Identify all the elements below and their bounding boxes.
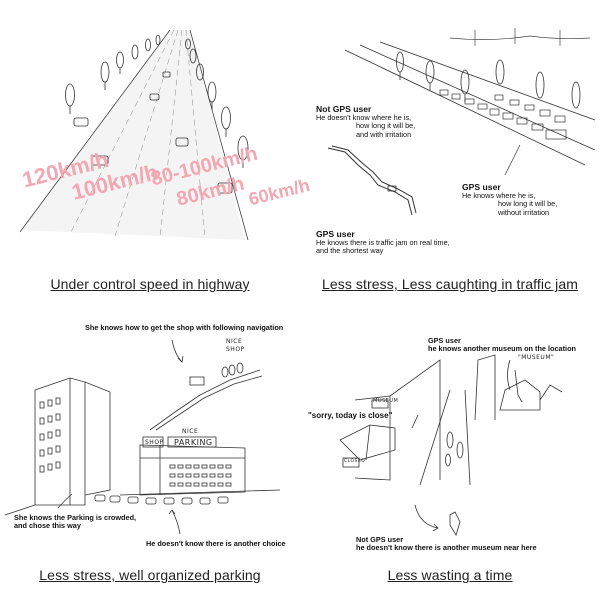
highway-sketch [19, 29, 249, 241]
museum-panel: GPS user he knows another museum on the … [300, 300, 600, 600]
sign-parking: PARKING [174, 438, 213, 447]
traffic-not-gps-note: Not GPS user He doesn't know where he is… [316, 104, 416, 139]
museum-caption: Less wasting a time [387, 567, 513, 583]
sign-nice: NICE [182, 428, 199, 435]
museum-speech: "sorry, today is close" [308, 411, 393, 420]
traffic-sketch [327, 28, 596, 216]
traffic-gps-note: GPS user He knows where he is, how long … [462, 182, 558, 217]
closed-sign: CLOSED [344, 459, 366, 464]
museum-not-gps-note: Not GPS user he doesn't know there is an… [356, 535, 537, 553]
parking-top-note: She knows how to get the shop with follo… [85, 323, 284, 332]
museum-sketch [339, 354, 563, 536]
highway-caption: Under control speed in highway [50, 276, 250, 292]
parking-panel: She knows how to get the shop with follo… [0, 300, 300, 600]
sign-shop: SHOP [145, 439, 164, 446]
museum-sign: MUSEUM [373, 398, 399, 404]
traffic-gps-realtime-note: GPS user He knows there is traffic jam o… [316, 229, 450, 256]
highway-panel: 120km/h 100km/h 80-100km/h 80km/h 60km/h… [0, 0, 312, 300]
parking-bottom-note: He doesn't know there is another choice [146, 539, 286, 548]
parking-sketch [4, 339, 281, 535]
museum-gps-note: GPS user he knows another museum on the … [428, 336, 576, 354]
traffic-caption: Less stress, Less caughting in traffic j… [321, 276, 579, 292]
museum-label-top: "MUSEUM" [518, 354, 555, 361]
parking-caption: Less stress, well organized parking [39, 567, 261, 583]
sign-nice-shop: NICE SHOP [226, 338, 245, 353]
parking-left-note: She knows the Parking is crowded, and ch… [14, 513, 137, 531]
traffic-panel: Not GPS user He doesn't know where he is… [300, 0, 600, 300]
